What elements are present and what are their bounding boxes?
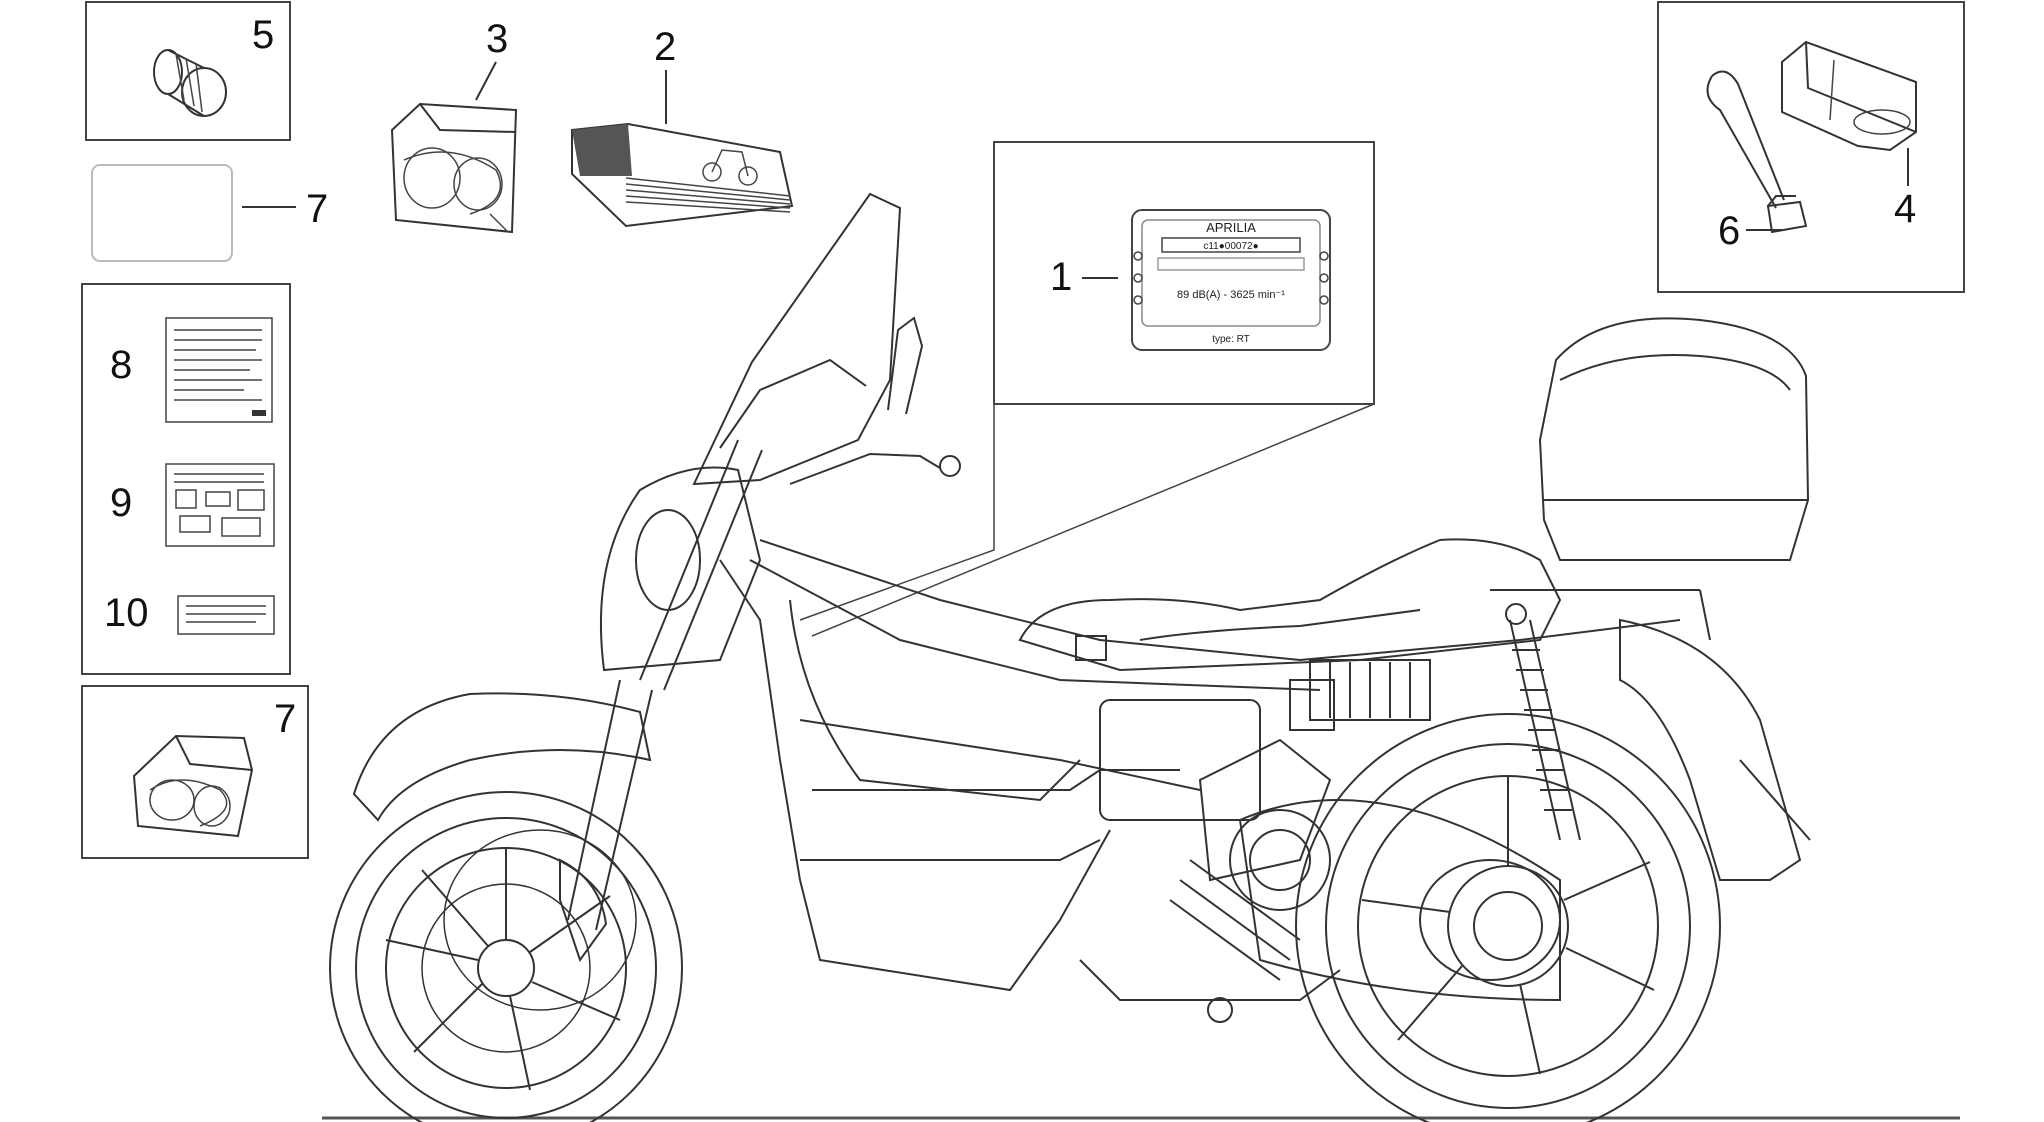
callout-2: 2	[654, 25, 676, 69]
part-2-manual: 2	[571, 25, 794, 228]
pouch-drawing-7b	[132, 734, 254, 838]
callout-6: 6	[1718, 209, 1740, 253]
callout-7b: 7	[274, 697, 296, 741]
id-plate-type: type: RT	[1212, 334, 1250, 345]
filter-plug-drawing	[153, 49, 227, 117]
part-box-labels: 8 9 10	[81, 283, 291, 675]
callout-3: 3	[486, 17, 508, 61]
front-wheel	[329, 791, 683, 1122]
id-plate-brand: APRILIA	[1206, 220, 1256, 235]
warning-label-10	[177, 595, 275, 635]
callout-4: 4	[1894, 187, 1916, 231]
callout-1: 1	[1050, 255, 1072, 299]
spark-plug-key-drawing	[1706, 70, 1808, 234]
id-plate: APRILIA c11●00072● 89 dB(A) - 3625 min⁻¹…	[1131, 209, 1331, 351]
warning-label-8	[165, 317, 273, 423]
scooter-drawing	[322, 192, 1960, 1122]
part-box-7b: 7	[81, 685, 309, 859]
part-box-tools: 4 6	[1657, 1, 1965, 293]
rear-wheel	[1295, 713, 1721, 1122]
callout-5: 5	[252, 13, 274, 57]
id-plate-noise: 89 dB(A) - 3625 min⁻¹	[1177, 289, 1285, 301]
part-3-pouch: 3	[390, 17, 518, 234]
part-blank-label: 7	[91, 164, 328, 262]
part-box-id-plate: 1 APRILIA c11●00072● 89 dB(A) - 3625 min…	[993, 141, 1375, 405]
leader-id-plate	[799, 402, 995, 621]
rear-shock	[1505, 603, 1581, 841]
part-box-5: 5	[85, 1, 291, 141]
callout-10: 10	[104, 591, 149, 635]
engine	[1099, 699, 1561, 1002]
warning-label-9	[165, 463, 275, 547]
leader-id-plate-2	[811, 403, 1375, 637]
callout-8: 8	[110, 343, 132, 387]
callout-9: 9	[110, 481, 132, 525]
tool-pouch-drawing	[1781, 40, 1917, 152]
id-plate-serial: c11●00072●	[1203, 241, 1258, 252]
callout-7a: 7	[306, 187, 328, 231]
